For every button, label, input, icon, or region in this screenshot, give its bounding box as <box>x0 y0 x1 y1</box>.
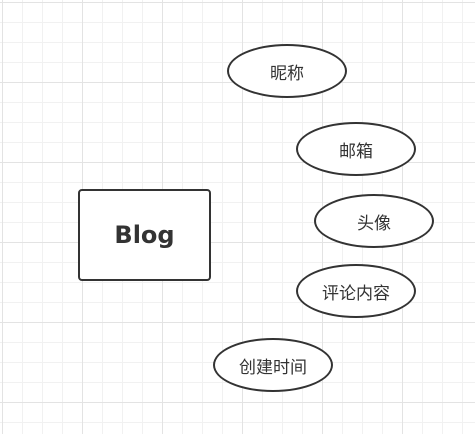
attribute-comment-content[interactable]: 评论内容 <box>296 264 416 318</box>
attribute-avatar-label: 头像 <box>357 213 391 234</box>
attribute-comment-content-label: 评论内容 <box>322 283 390 304</box>
attribute-created-time[interactable]: 创建时间 <box>213 338 333 392</box>
attribute-nickname[interactable]: 昵称 <box>227 44 347 98</box>
attribute-avatar[interactable]: 头像 <box>314 194 434 248</box>
attribute-email[interactable]: 邮箱 <box>296 122 416 176</box>
attribute-nickname-label: 昵称 <box>270 63 304 84</box>
attribute-email-label: 邮箱 <box>339 141 373 162</box>
attribute-created-time-label: 创建时间 <box>239 357 307 378</box>
entity-blog[interactable]: Blog <box>78 189 211 281</box>
entity-blog-label: Blog <box>114 221 175 249</box>
